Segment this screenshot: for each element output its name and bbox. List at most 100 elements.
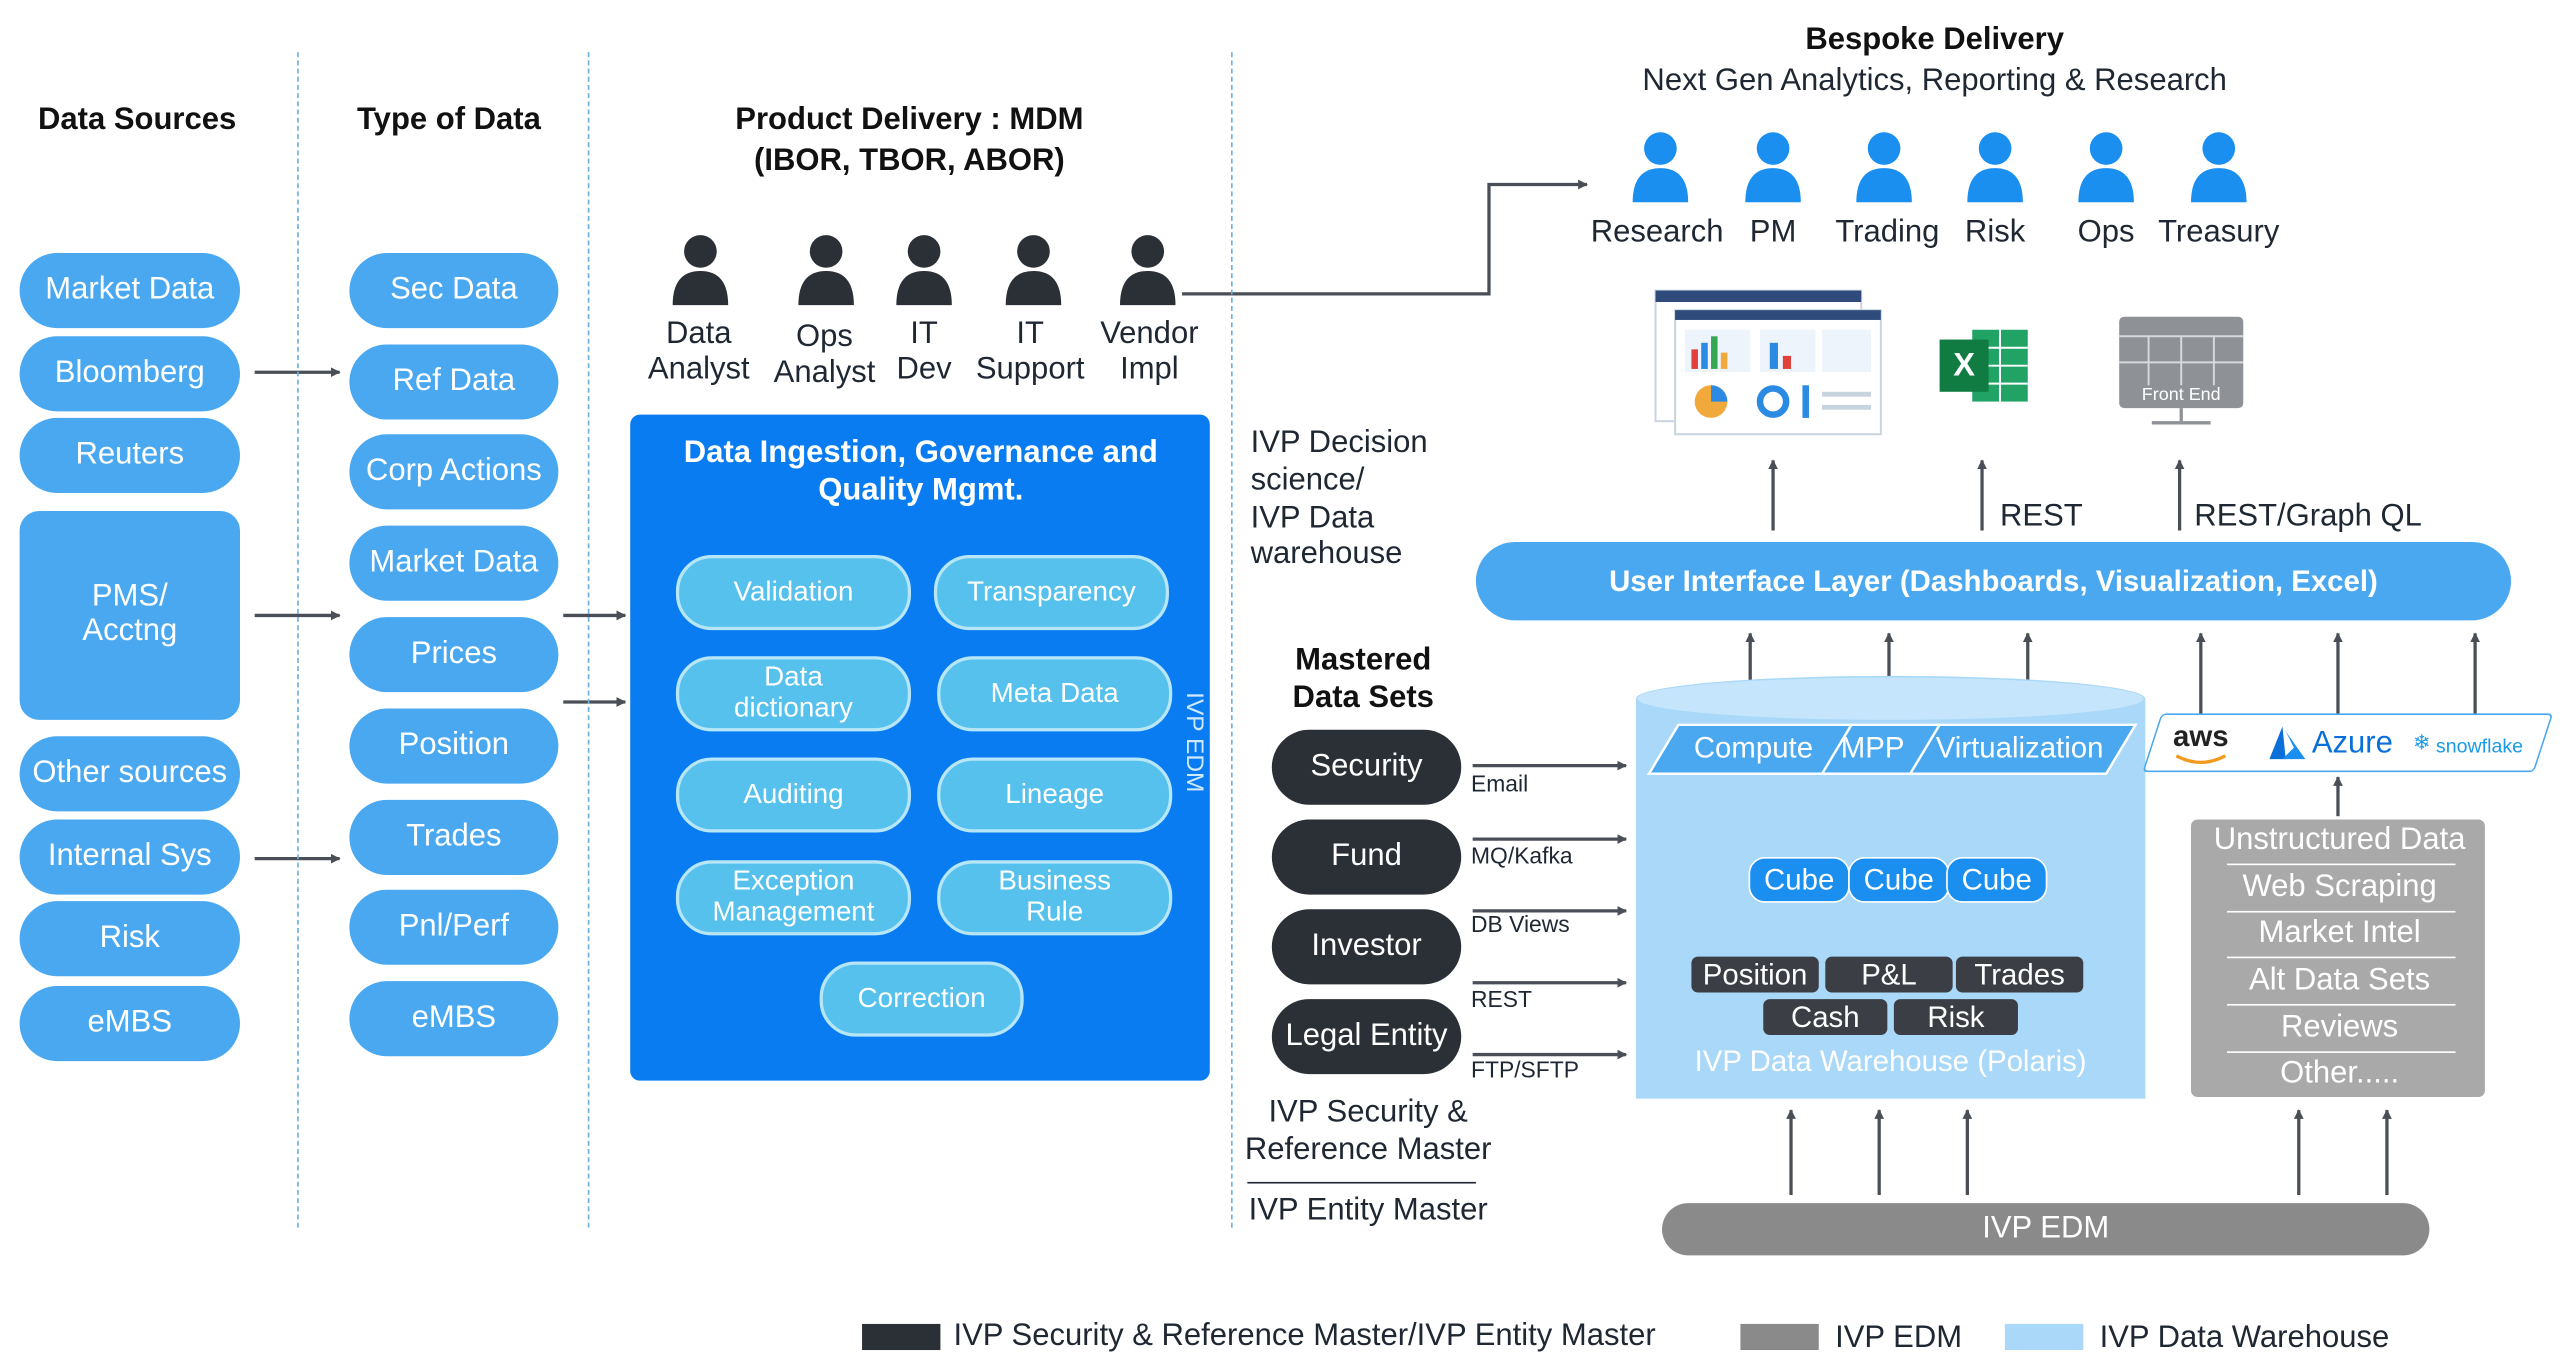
person-pm-icon — [1745, 132, 1801, 203]
role-vendor-impl: Vendor Impl — [1100, 316, 1199, 387]
edm-item-lineage[interactable]: Lineage — [937, 757, 1173, 833]
type-ref-data[interactable]: Ref Data — [349, 344, 559, 420]
unstructured-data-box[interactable] — [2191, 819, 2485, 1098]
mastered-investor[interactable]: Investor — [1271, 909, 1462, 985]
header-product-delivery: Product Delivery : MDM (IBOR, TBOR, ABOR… — [620, 103, 1198, 180]
type-position[interactable]: Position — [349, 708, 559, 784]
unstructured-divider-2 — [2226, 910, 2456, 913]
source-bloomberg[interactable]: Bloomberg — [19, 336, 241, 412]
source-embs[interactable]: eMBS — [19, 986, 241, 1062]
excel-letter: X — [1953, 346, 1975, 383]
edm-item-data-dictionary[interactable]: Data dictionary — [675, 656, 912, 732]
type-prices[interactable]: Prices — [349, 617, 559, 693]
source-other-sources[interactable]: Other sources — [19, 736, 241, 812]
legend-label-security-master: IVP Security & Reference Master/IVP Enti… — [953, 1319, 1656, 1354]
role-ops: Ops — [2077, 215, 2135, 250]
role-risk: Risk — [1964, 215, 2026, 250]
role-data-analyst: Data Analyst — [647, 316, 750, 387]
decision-science-label: IVP Decision science/ IVP Data warehouse — [1250, 426, 1428, 572]
snowflake-logo-icon: ❄ — [2413, 729, 2431, 755]
edm-item-transparency[interactable]: Transparency — [933, 555, 1169, 631]
channel-db-views: DB Views — [1471, 910, 1570, 938]
role-pm: PM — [1749, 215, 1797, 250]
type-corp-actions[interactable]: Corp Actions — [349, 434, 559, 510]
chip-position: Position — [1691, 956, 1819, 993]
mastered-footer-entity-master: IVP Entity Master — [1248, 1193, 1488, 1228]
unstructured-divider-4 — [2226, 1003, 2456, 1006]
channel-rest: REST — [1471, 986, 1532, 1013]
chip-risk: Risk — [1893, 999, 2018, 1035]
unstructured-divider-1 — [2226, 863, 2456, 866]
chip-pnl: P&L — [1825, 956, 1953, 993]
edm-item-auditing[interactable]: Auditing — [675, 757, 912, 833]
legend-swatch-warehouse — [2004, 1323, 2084, 1351]
role-treasury: Treasury — [2158, 215, 2280, 250]
divider-2 — [587, 52, 590, 1228]
azure-logo-icon — [2269, 726, 2306, 760]
unstructured-divider-3 — [2226, 956, 2456, 959]
ui-layer-bar[interactable]: User Interface Layer (Dashboards, Visual… — [1475, 541, 2512, 621]
mastered-footer-divider — [1247, 1181, 1476, 1184]
type-sec-data[interactable]: Sec Data — [349, 253, 559, 329]
source-internal-sys[interactable]: Internal Sys — [19, 819, 241, 895]
source-risk[interactable]: Risk — [19, 901, 241, 977]
cube-1[interactable]: Cube — [1748, 857, 1850, 903]
edm-item-meta-data[interactable]: Meta Data — [937, 656, 1173, 732]
edm-side-label: IVP EDM — [1180, 692, 1209, 793]
person-ops-icon — [2078, 132, 2134, 203]
front-end-monitor-icon — [2119, 316, 2244, 425]
type-embs[interactable]: eMBS — [349, 981, 559, 1057]
mastered-fund[interactable]: Fund — [1271, 819, 1462, 895]
excel-icon — [1939, 329, 2028, 402]
edm-item-validation[interactable]: Validation — [675, 555, 912, 631]
cloud-snowflake: snowflake — [2435, 734, 2524, 758]
person-trading-icon — [1856, 132, 1912, 203]
mastered-title: Mastered Data Sets — [1292, 643, 1434, 715]
channel-email: Email — [1471, 770, 1529, 797]
aws-smile-icon — [2175, 754, 2227, 764]
unstructured-title: Unstructured Data — [2213, 822, 2466, 858]
warehouse-mpp: MPP — [1840, 731, 1905, 764]
edm-item-exception-management[interactable]: Exception Management — [675, 860, 912, 936]
ivp-edm-bar[interactable]: IVP EDM — [1662, 1203, 2430, 1256]
api-rest-graphql-label: REST/Graph QL — [2194, 499, 2422, 534]
person-ops-analyst-icon — [798, 235, 854, 306]
edm-item-business-rule[interactable]: Business Rule — [937, 860, 1173, 936]
cloud-aws: aws — [2173, 719, 2229, 753]
header-product-delivery-line2: (IBOR, TBOR, ABOR) — [754, 143, 1065, 178]
role-it-support: IT Support — [975, 316, 1085, 387]
person-data-analyst-icon — [672, 235, 729, 306]
header-bespoke-subtitle: Next Gen Analytics, Reporting & Research — [1642, 63, 2227, 98]
type-market-data[interactable]: Market Data — [349, 525, 559, 601]
role-ops-analyst: Ops Analyst — [773, 319, 876, 390]
divider-3 — [1231, 52, 1233, 1228]
edm-item-correction[interactable]: Correction — [819, 961, 1024, 1037]
warehouse-label: IVP Data Warehouse (Polaris) — [1694, 1044, 2087, 1078]
legend-swatch-security-master — [862, 1323, 941, 1351]
cloud-azure: Azure — [2311, 726, 2393, 761]
role-research: Research — [1590, 215, 1724, 250]
person-vendor-impl-icon — [1120, 235, 1176, 306]
mastered-legal-entity[interactable]: Legal Entity — [1271, 999, 1462, 1075]
legend-label-edm: IVP EDM — [1835, 1320, 1963, 1355]
channel-mq-kafka: MQ/Kafka — [1471, 842, 1573, 869]
unstructured-other: Other..... — [2280, 1056, 2400, 1091]
unstructured-alt-data-sets: Alt Data Sets — [2249, 963, 2431, 998]
source-reuters[interactable]: Reuters — [19, 417, 241, 494]
source-pms-acctng[interactable]: PMS/ Acctng — [19, 510, 241, 720]
chip-trades: Trades — [1955, 956, 2084, 993]
type-pnl-perf[interactable]: Pnl/Perf — [349, 889, 559, 965]
channel-ftp-sftp: FTP/SFTP — [1471, 1056, 1579, 1083]
role-it-dev: IT Dev — [896, 316, 952, 387]
edm-box-title: Data Ingestion, Governance and Quality M… — [683, 435, 1158, 508]
type-trades[interactable]: Trades — [349, 799, 559, 875]
cube-2[interactable]: Cube — [1848, 857, 1950, 903]
unstructured-web-scraping: Web Scraping — [2242, 870, 2437, 905]
mastered-security[interactable]: Security — [1271, 729, 1462, 805]
header-data-sources: Data Sources — [37, 102, 237, 138]
divider-1 — [297, 52, 299, 1228]
cube-3[interactable]: Cube — [1946, 857, 2048, 903]
source-market-data[interactable]: Market Data — [19, 253, 241, 329]
warehouse-banner-shape — [1646, 723, 2138, 776]
